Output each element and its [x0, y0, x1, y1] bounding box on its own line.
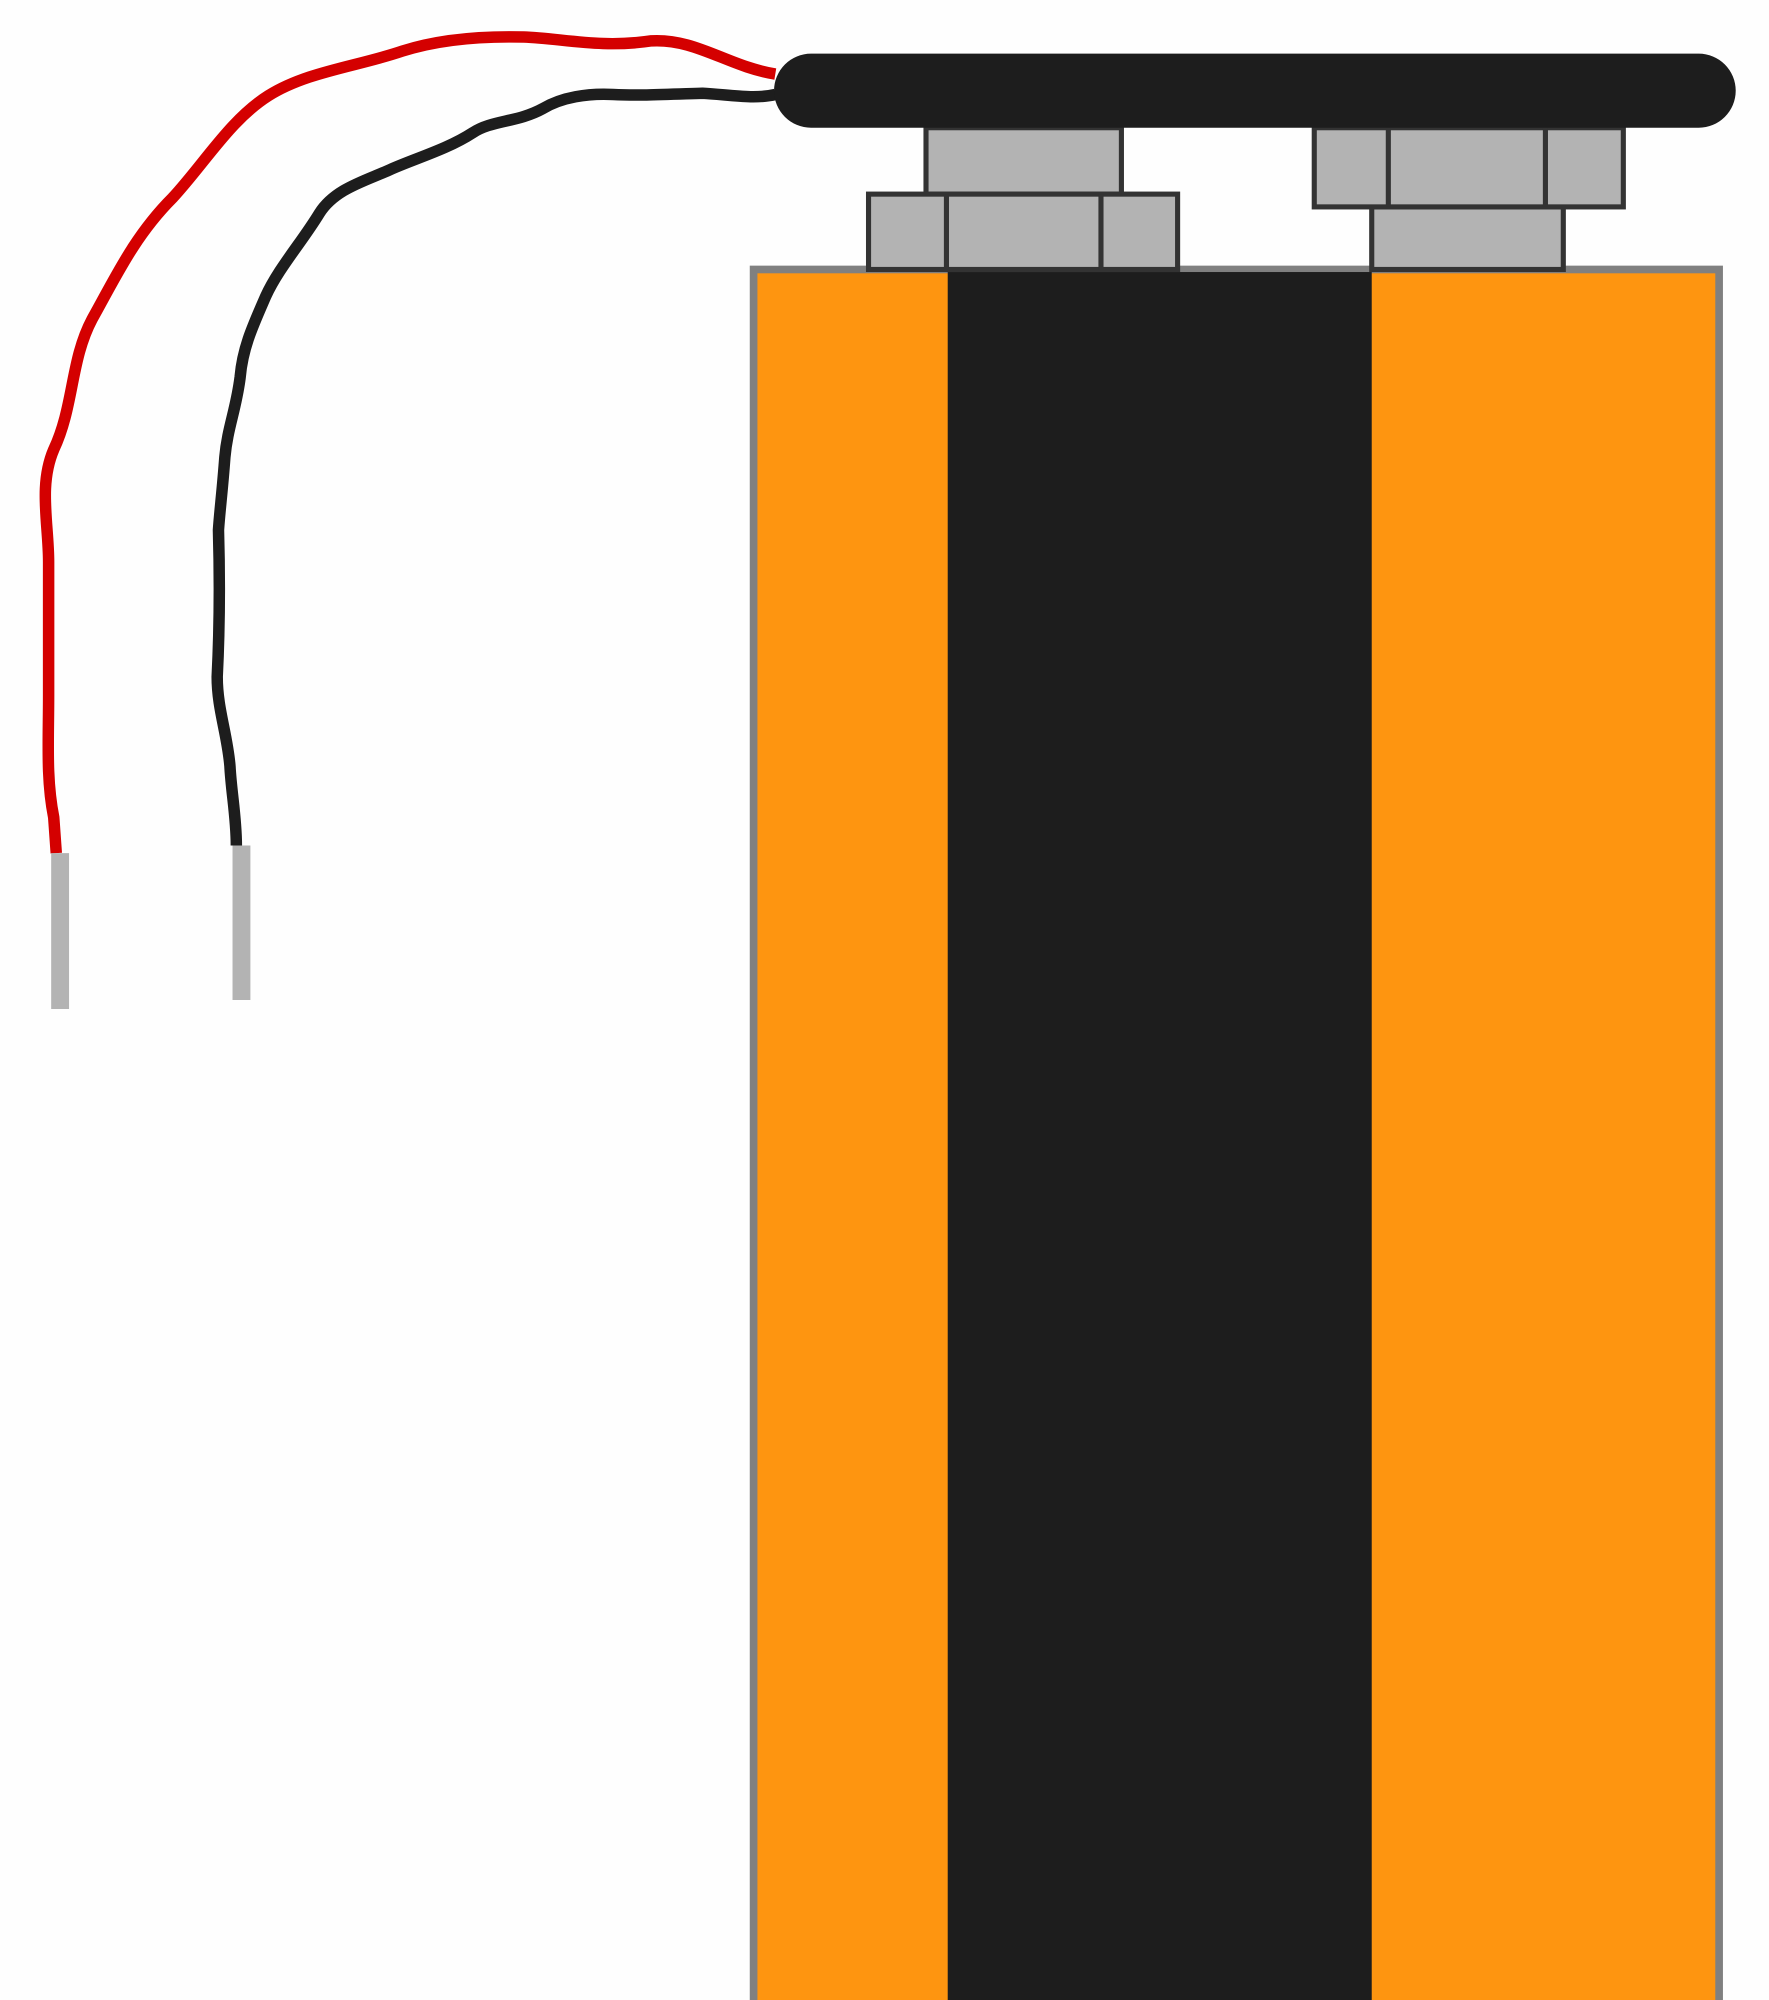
red-wire	[39, 31, 777, 854]
battery-terminal-left	[865, 125, 1181, 273]
battery-label-stripe	[947, 272, 1372, 2000]
terminal-right-top	[1311, 125, 1626, 210]
terminal-right-base	[1369, 204, 1566, 273]
terminal-left-top	[923, 125, 1124, 197]
black-wire	[211, 87, 777, 846]
terminal-left-base	[865, 191, 1181, 273]
battery-terminal-right	[1311, 125, 1626, 273]
